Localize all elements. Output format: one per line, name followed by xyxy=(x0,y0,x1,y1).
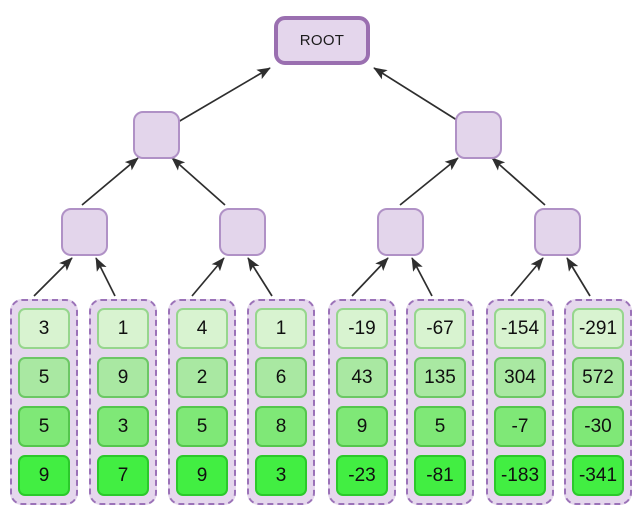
leaf-cell[interactable]: -341 xyxy=(572,455,624,496)
leaf-group-8[interactable]: -291 572 -30 -341 xyxy=(564,299,632,505)
leaf-cell[interactable]: -291 xyxy=(572,308,624,349)
leaf-cell[interactable]: 6 xyxy=(255,357,307,398)
internal-node-l2-3[interactable] xyxy=(377,208,424,256)
leaf-cell[interactable]: 5 xyxy=(414,406,466,447)
internal-node-l1-right[interactable] xyxy=(455,111,502,159)
leaf-cell[interactable]: 9 xyxy=(336,406,388,447)
leaf-cell[interactable]: 4 xyxy=(176,308,228,349)
leaf-cell[interactable]: 304 xyxy=(494,357,546,398)
leaf-cell[interactable]: -183 xyxy=(494,455,546,496)
internal-node-l2-4[interactable] xyxy=(534,208,581,256)
internal-node-l1-left[interactable] xyxy=(133,111,180,159)
leaf-cell[interactable]: 7 xyxy=(97,455,149,496)
leaf-group-4[interactable]: 1 6 8 3 xyxy=(247,299,315,505)
leaf-cell[interactable]: -19 xyxy=(336,308,388,349)
leaf-cell[interactable]: 3 xyxy=(97,406,149,447)
internal-node-l2-2[interactable] xyxy=(219,208,266,256)
leaf-cell[interactable]: 5 xyxy=(176,406,228,447)
leaf-group-2[interactable]: 1 9 3 7 xyxy=(89,299,157,505)
leaf-group-7[interactable]: -154 304 -7 -183 xyxy=(486,299,554,505)
leaf-cell[interactable]: -67 xyxy=(414,308,466,349)
leaf-cell[interactable]: 9 xyxy=(18,455,70,496)
leaf-cell[interactable]: -154 xyxy=(494,308,546,349)
leaf-cell[interactable]: 1 xyxy=(255,308,307,349)
leaf-cell[interactable]: 3 xyxy=(18,308,70,349)
leaf-cell[interactable]: -23 xyxy=(336,455,388,496)
leaf-group-3[interactable]: 4 2 5 9 xyxy=(168,299,236,505)
leaf-group-1[interactable]: 3 5 5 9 xyxy=(10,299,78,505)
leaf-cell[interactable]: -7 xyxy=(494,406,546,447)
leaf-cell[interactable]: 43 xyxy=(336,357,388,398)
leaf-cell[interactable]: 5 xyxy=(18,406,70,447)
leaf-cell[interactable]: 135 xyxy=(414,357,466,398)
leaf-cell[interactable]: 9 xyxy=(97,357,149,398)
leaf-cell[interactable]: 8 xyxy=(255,406,307,447)
leaf-cell[interactable]: -30 xyxy=(572,406,624,447)
leaf-cell[interactable]: 1 xyxy=(97,308,149,349)
leaf-cell[interactable]: 572 xyxy=(572,357,624,398)
leaf-cell[interactable]: 5 xyxy=(18,357,70,398)
leaf-cell[interactable]: -81 xyxy=(414,455,466,496)
leaf-cell[interactable]: 9 xyxy=(176,455,228,496)
root-node-label: ROOT xyxy=(299,32,345,49)
root-node[interactable]: ROOT xyxy=(274,16,370,65)
internal-node-l2-1[interactable] xyxy=(61,208,108,256)
leaf-cell[interactable]: 2 xyxy=(176,357,228,398)
leaf-group-5[interactable]: -19 43 9 -23 xyxy=(328,299,396,505)
leaf-group-6[interactable]: -67 135 5 -81 xyxy=(406,299,474,505)
leaf-cell[interactable]: 3 xyxy=(255,455,307,496)
